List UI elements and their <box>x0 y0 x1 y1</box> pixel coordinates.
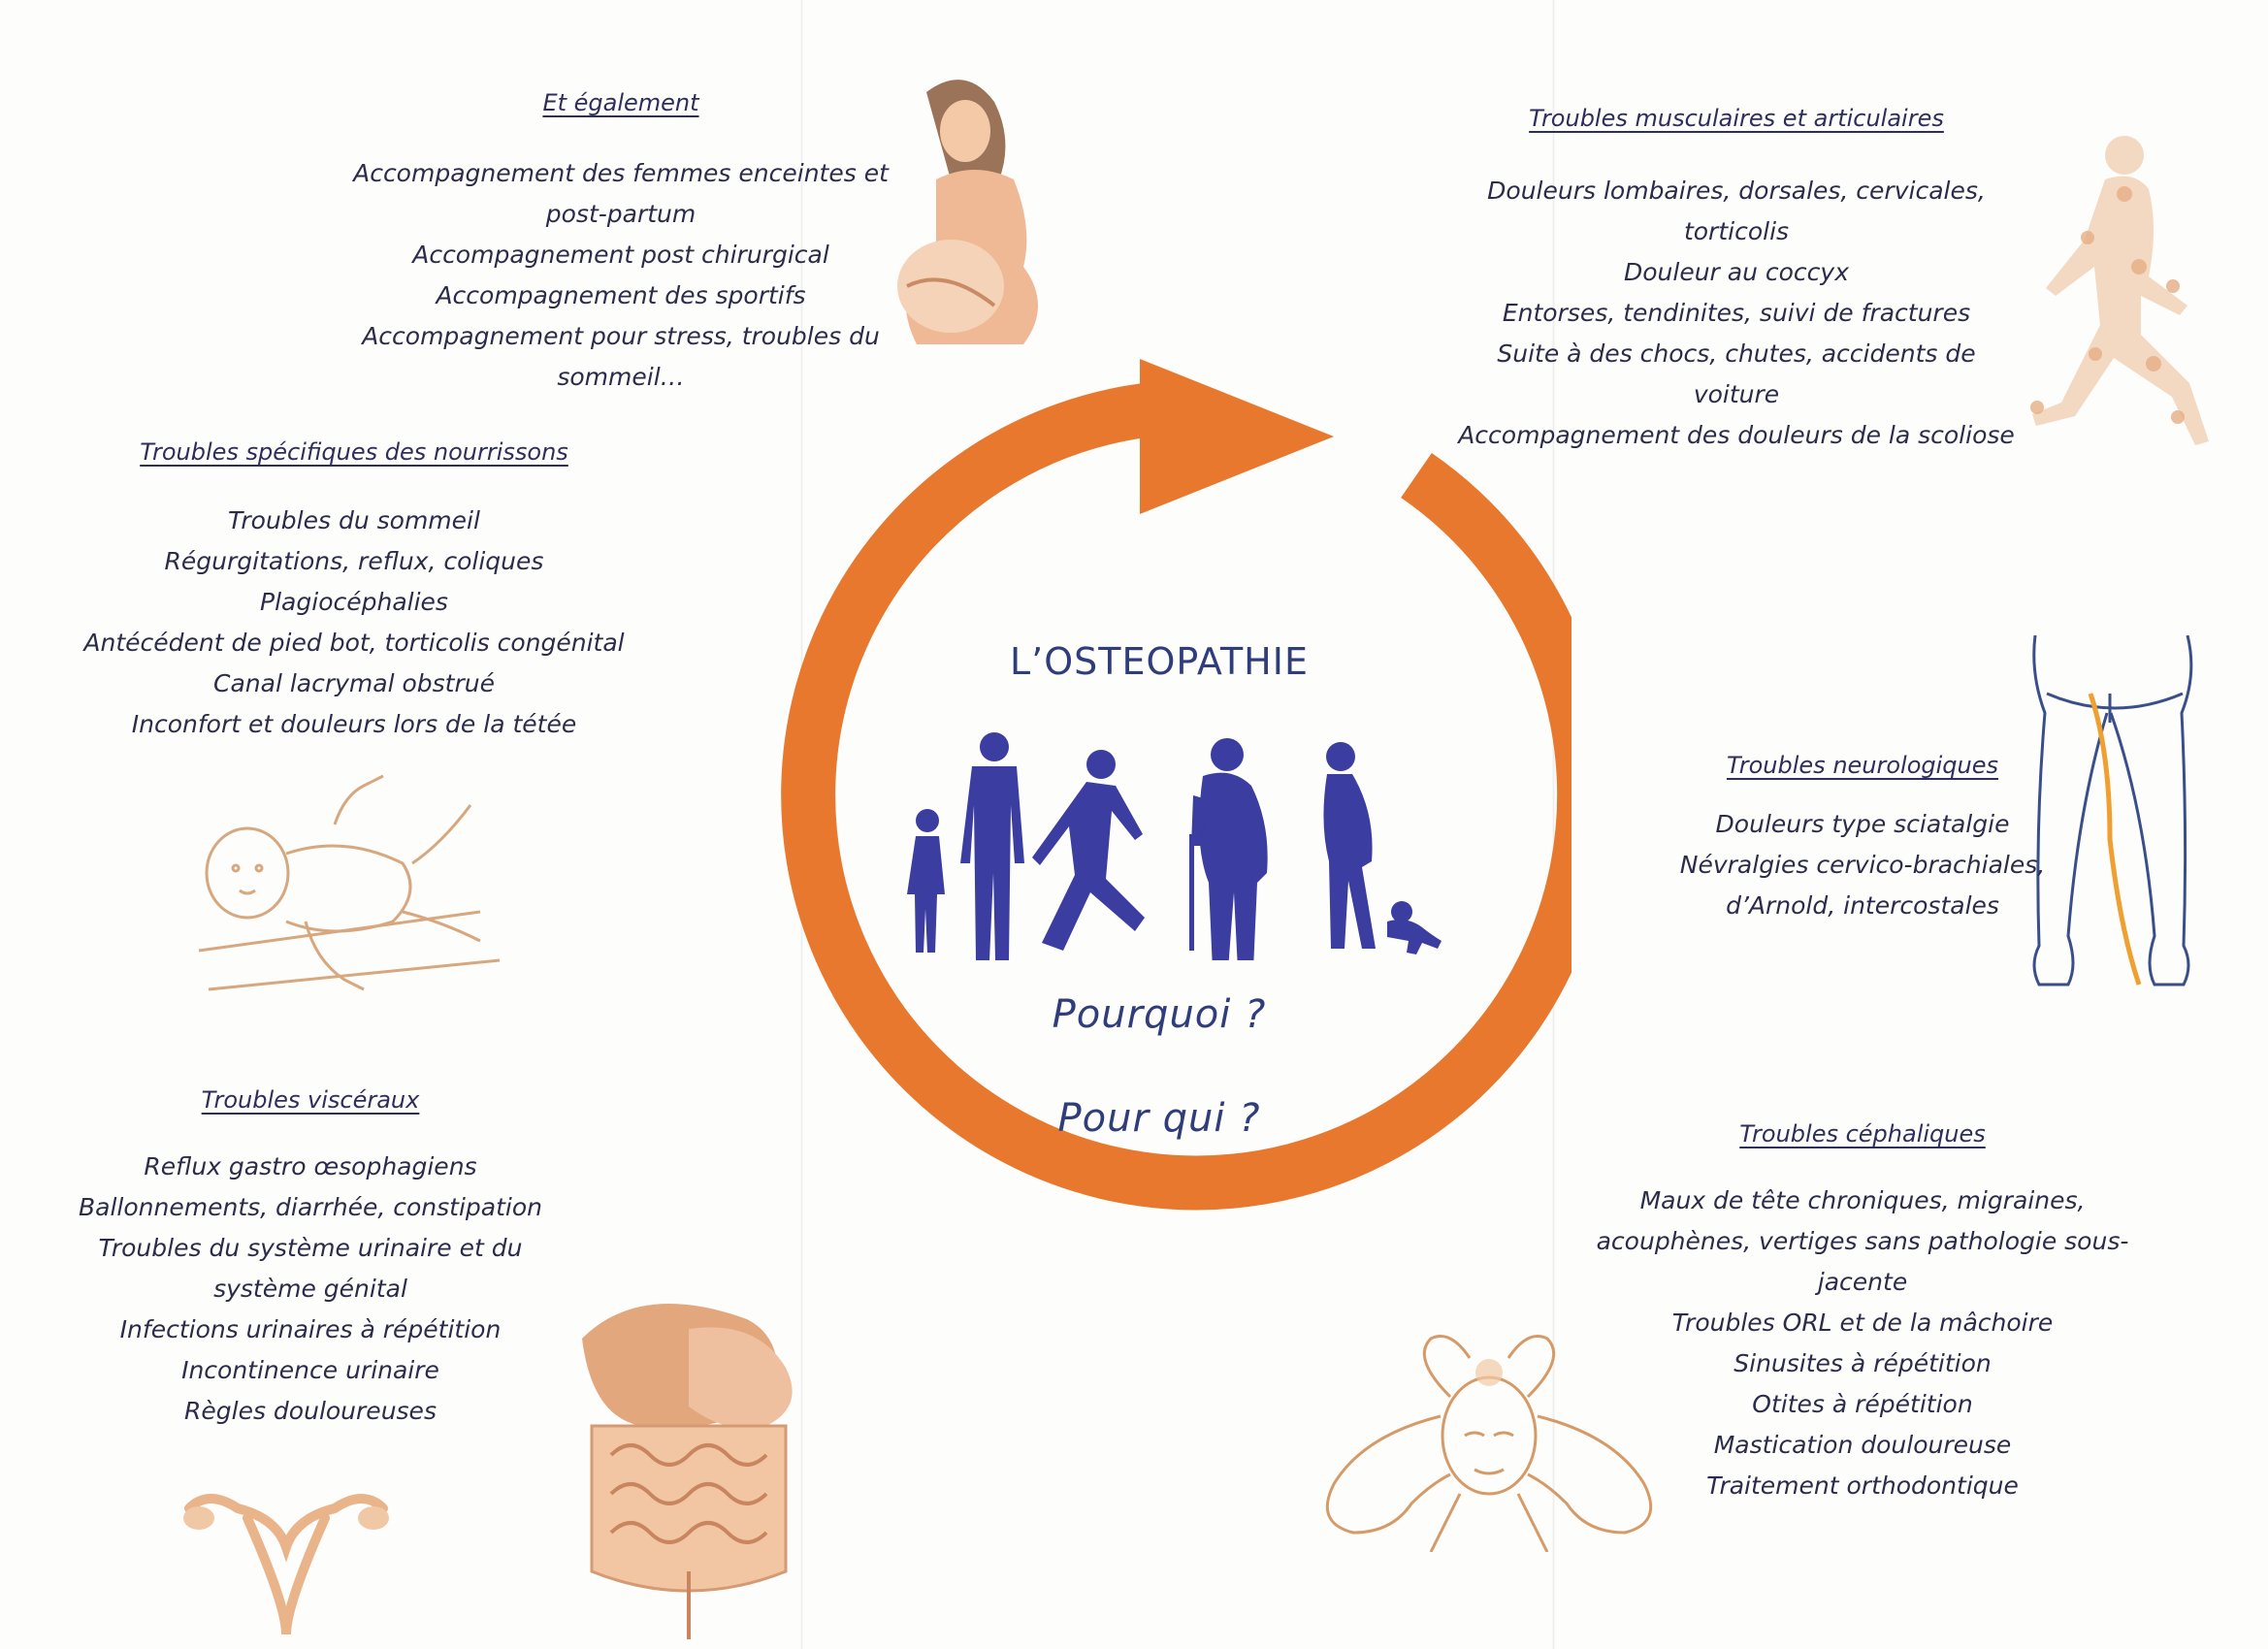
uterus-illustration <box>183 1494 389 1634</box>
list-item: Reflux gastro œsophagiens <box>144 1152 477 1180</box>
list-item: Antécédent de pied bot, torticolis congé… <box>83 629 625 657</box>
digestive-organs-illustration <box>582 1304 793 1639</box>
list-item: Sinusites à répétition <box>1733 1349 1992 1377</box>
people-silhouettes-icon <box>907 732 1442 960</box>
section-title: Troubles viscéraux <box>201 1086 420 1114</box>
list-item: Incontinence urinaire <box>181 1356 439 1384</box>
circular-arrow-icon <box>781 359 1571 1211</box>
headache-man-illustration <box>1325 1335 1653 1552</box>
list-item: acouphènes, vertiges sans pathologie sou… <box>1596 1227 2129 1255</box>
question-pour-qui: Pour qui ? <box>1057 1096 1261 1141</box>
list-item: Accompagnement pour stress, troubles du <box>362 322 880 350</box>
list-item: Troubles ORL et de la mâchoire <box>1671 1309 2054 1337</box>
section-visceraux: Troubles viscéraux Reflux gastro œsophag… <box>39 1086 582 1432</box>
paper-fold-right <box>1552 0 1555 1649</box>
runner-joints-illustration <box>2030 136 2209 445</box>
pregnant-woman-illustration <box>897 80 1038 344</box>
list-item: Otites à répétition <box>1752 1390 1973 1418</box>
list-item: Accompagnement des sportifs <box>436 281 806 309</box>
list-item: Régurgitations, reflux, coliques <box>164 547 544 575</box>
list-item: Troubles du sommeil <box>228 506 480 534</box>
section-title: Troubles céphaliques <box>1739 1120 1986 1148</box>
list-item: Suite à des chocs, chutes, accidents de <box>1497 340 1976 368</box>
list-item: voiture <box>1693 380 1780 408</box>
section-et-egalement: Et également Accompagnement des femmes e… <box>320 89 922 398</box>
list-item: Entorses, tendinites, suivi de fractures <box>1502 299 1971 327</box>
list-item: post-partum <box>545 200 697 228</box>
list-item: Douleurs lombaires, dorsales, cervicales… <box>1487 177 1986 205</box>
list-item: Canal lacrymal obstrué <box>213 669 495 697</box>
section-title: Troubles neurologiques <box>1726 752 1999 779</box>
section-title: Troubles spécifiques des nourrissons <box>140 438 568 466</box>
list-item: d’Arnold, intercostales <box>1726 891 1999 920</box>
list-item: Plagiocéphalies <box>260 588 448 616</box>
list-item: jacente <box>1817 1268 1908 1296</box>
section-nourrissons: Troubles spécifiques des nourrissons Tro… <box>39 438 669 745</box>
list-item: Traitement orthodontique <box>1706 1471 2019 1500</box>
list-item: Accompagnement des femmes enceintes et <box>353 159 889 187</box>
list-item: Maux de tête chroniques, migraines, <box>1639 1186 2086 1214</box>
question-pourquoi: Pourquoi ? <box>1052 992 1267 1037</box>
list-item: torticolis <box>1683 217 1790 245</box>
section-title: Troubles musculaires et articulaires <box>1529 105 1944 132</box>
section-title: Et également <box>542 89 699 116</box>
list-item: Névralgies cervico-brachiales, <box>1679 851 2046 879</box>
infant-illustration <box>198 774 501 991</box>
section-cephaliques: Troubles céphaliques Maux de tête chroni… <box>1571 1120 2154 1506</box>
section-neurologiques: Troubles neurologiques Douleurs type sci… <box>1649 752 2076 926</box>
center-title: L’OSTEOPATHIE <box>1010 640 1309 683</box>
list-item: Mastication douloureuse <box>1713 1431 2012 1459</box>
list-item: Règles douloureuses <box>184 1397 437 1425</box>
list-item: Accompagnement des douleurs de la scolio… <box>1458 421 2015 449</box>
list-item: Douleurs type sciatalgie <box>1715 810 2010 838</box>
list-item: Troubles du système urinaire et du <box>98 1234 523 1262</box>
list-item: Inconfort et douleurs lors de la tétée <box>131 710 577 738</box>
list-item: sommeil… <box>557 363 685 391</box>
list-item: Douleur au coccyx <box>1623 258 1850 286</box>
list-item: Ballonnements, diarrhée, constipation <box>79 1193 542 1221</box>
sciatic-nerve-illustration <box>2032 635 2193 986</box>
list-item: Accompagnement post chirurgical <box>412 241 829 269</box>
list-item: système génital <box>213 1275 407 1303</box>
list-item: Infections urinaires à répétition <box>119 1315 502 1343</box>
section-musculaires: Troubles musculaires et articulaires Dou… <box>1426 105 2047 456</box>
